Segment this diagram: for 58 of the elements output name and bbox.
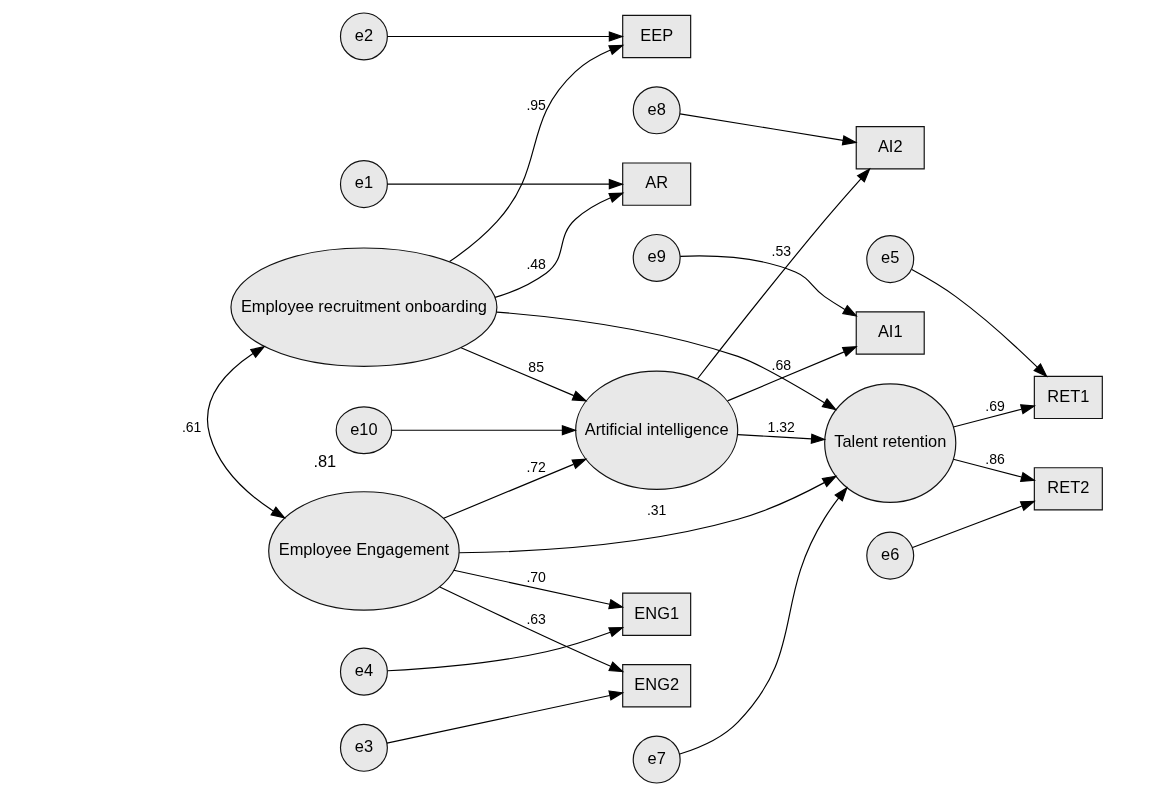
node-circle: e2	[339, 12, 388, 61]
node-box: RET1	[1033, 375, 1103, 420]
arrow	[679, 113, 858, 146]
arrow	[439, 586, 625, 673]
node-circle: e8	[632, 86, 681, 135]
node-circle: e5	[866, 235, 915, 284]
edge-label: .53	[771, 243, 792, 260]
arrow	[453, 569, 625, 610]
edge-label: .95	[526, 96, 546, 113]
node-box: AR	[622, 162, 692, 206]
node-box: AI2	[855, 126, 925, 170]
arrow	[952, 404, 1036, 428]
arrow	[387, 627, 625, 672]
arrow	[679, 255, 858, 317]
node-box: AI1	[855, 311, 925, 355]
node-box: ENG2	[622, 664, 692, 708]
node-label: .81	[313, 451, 337, 470]
arrow	[386, 178, 624, 190]
edge-label: 85	[528, 359, 544, 376]
arrow	[386, 690, 625, 744]
arrow	[391, 424, 578, 436]
node-circle: e6	[866, 531, 915, 580]
edge-label: .69	[985, 398, 1005, 415]
edge-label: .86	[985, 450, 1005, 467]
node-box: EEP	[622, 14, 692, 59]
arrow	[443, 458, 588, 519]
node-circle: e3	[339, 723, 388, 772]
arrow	[449, 44, 625, 263]
arrow	[458, 475, 838, 554]
node-circle: e1	[339, 160, 388, 209]
arrow	[696, 167, 871, 380]
edge-label: .31	[646, 502, 667, 519]
arrow	[679, 486, 848, 755]
node-circle: e7	[632, 735, 681, 784]
edge-label: .72	[526, 458, 546, 475]
node-circle: e9	[632, 233, 681, 282]
node-ellipse: Employee recruitment onboarding	[230, 247, 498, 367]
arrow	[460, 347, 588, 402]
arrow	[911, 269, 1048, 378]
arrow	[912, 500, 1036, 549]
arrow	[386, 31, 624, 42]
edge-label: .61	[181, 418, 202, 435]
node-ellipse: Artificial intelligence	[575, 370, 739, 490]
arrow	[737, 433, 827, 445]
arrow	[206, 345, 286, 519]
node-box: ENG1	[622, 592, 692, 636]
edge-label: .63	[526, 611, 546, 628]
node-circle: e4	[339, 647, 388, 696]
node-ellipse: e10	[335, 406, 393, 455]
edge-label: .68	[771, 356, 792, 373]
arrow	[726, 346, 858, 402]
arrow	[952, 458, 1036, 483]
arrow	[494, 192, 625, 298]
edge-label: .48	[526, 256, 546, 273]
edge-label: 1.32	[767, 419, 795, 436]
edge-label: .70	[526, 569, 546, 586]
arrow	[496, 311, 838, 411]
node-box: RET2	[1033, 467, 1103, 511]
